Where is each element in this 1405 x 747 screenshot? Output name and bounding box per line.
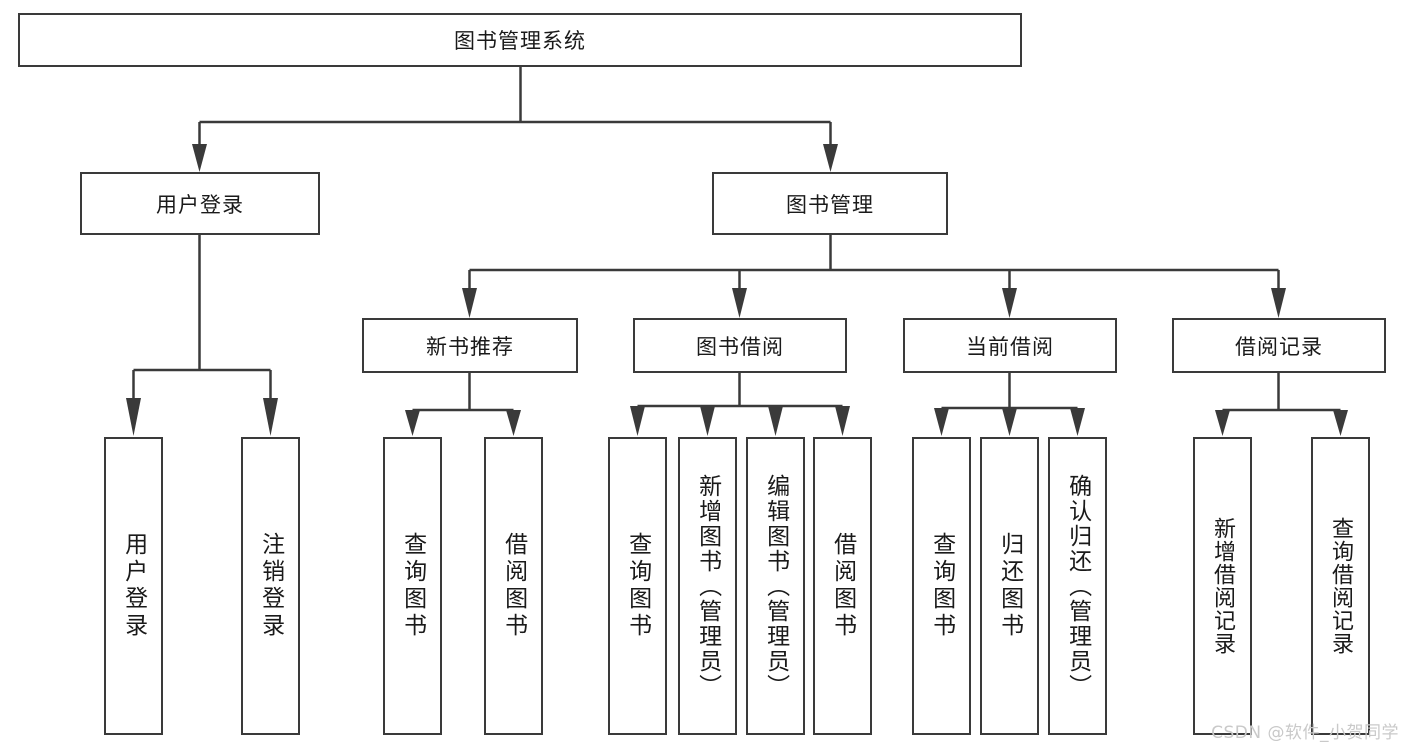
arrowhead-leaf-query-book-2 — [630, 406, 645, 436]
arrowhead-borrow-record — [1271, 288, 1286, 318]
node-leaf-add-book-label: 新增图书（管理员） — [694, 473, 721, 699]
arrowhead-current-borrow — [1002, 288, 1017, 318]
node-new-book-recommend[interactable]: 新书推荐 — [362, 318, 578, 373]
node-leaf-add-book[interactable]: 新增图书（管理员） — [678, 437, 737, 735]
node-current-borrow[interactable]: 当前借阅 — [903, 318, 1117, 373]
watermark-text: CSDN @软件_小贺同学 — [1211, 723, 1399, 743]
node-leaf-borrow-book-1[interactable]: 借阅图书 — [484, 437, 543, 735]
node-leaf-edit-book[interactable]: 编辑图书（管理员） — [746, 437, 805, 735]
node-user-login[interactable]: 用户登录 — [80, 172, 320, 235]
node-root-label: 图书管理系统 — [454, 29, 586, 53]
node-leaf-query-record-label: 查询借阅记录 — [1328, 517, 1354, 655]
node-leaf-user-logout[interactable]: 注销登录 — [241, 437, 300, 735]
node-borrow-record[interactable]: 借阅记录 — [1172, 318, 1386, 373]
node-user-login-label: 用户登录 — [156, 192, 244, 217]
node-leaf-query-book-1[interactable]: 查询图书 — [383, 437, 442, 735]
node-leaf-borrow-book-2-label: 借阅图书 — [829, 532, 856, 640]
node-leaf-return-book-label: 归还图书 — [996, 532, 1023, 640]
arrowhead-user-login — [192, 144, 207, 172]
node-leaf-user-login-label: 用户登录 — [120, 532, 147, 640]
node-leaf-add-record-label: 新增借阅记录 — [1210, 517, 1236, 655]
node-leaf-query-record[interactable]: 查询借阅记录 — [1311, 437, 1370, 735]
arrowhead-leaf-add-record — [1215, 410, 1230, 436]
arrowhead-leaf-user-login — [126, 398, 141, 436]
node-leaf-query-book-3-label: 查询图书 — [928, 532, 955, 640]
arrowhead-leaf-query-book-1 — [405, 410, 420, 436]
arrowhead-new-book-recommend — [462, 288, 477, 318]
node-leaf-query-book-2-label: 查询图书 — [624, 532, 651, 640]
node-book-borrow-label: 图书借阅 — [696, 334, 784, 359]
arrowhead-leaf-add-book — [700, 406, 715, 436]
node-new-book-recommend-label: 新书推荐 — [426, 334, 514, 359]
arrowhead-book-manage — [823, 144, 838, 172]
arrowhead-leaf-query-book-3 — [934, 408, 949, 436]
node-leaf-return-book[interactable]: 归还图书 — [980, 437, 1039, 735]
node-leaf-user-login[interactable]: 用户登录 — [104, 437, 163, 735]
node-leaf-borrow-book-2[interactable]: 借阅图书 — [813, 437, 872, 735]
arrowhead-leaf-confirm-return — [1070, 408, 1085, 436]
node-leaf-user-logout-label: 注销登录 — [257, 532, 284, 640]
node-leaf-query-book-2[interactable]: 查询图书 — [608, 437, 667, 735]
arrowhead-leaf-borrow-book-1 — [506, 410, 521, 436]
node-current-borrow-label: 当前借阅 — [966, 334, 1054, 359]
node-leaf-confirm-return[interactable]: 确认归还（管理员） — [1048, 437, 1107, 735]
arrowhead-leaf-edit-book — [768, 406, 783, 436]
arrowhead-leaf-return-book — [1002, 408, 1017, 436]
node-leaf-query-book-3[interactable]: 查询图书 — [912, 437, 971, 735]
node-book-manage-label: 图书管理 — [786, 192, 874, 217]
node-leaf-query-book-1-label: 查询图书 — [399, 532, 426, 640]
arrowhead-leaf-query-record — [1333, 410, 1348, 436]
node-leaf-confirm-return-label: 确认归还（管理员） — [1064, 473, 1091, 699]
node-book-borrow[interactable]: 图书借阅 — [633, 318, 847, 373]
node-leaf-add-record[interactable]: 新增借阅记录 — [1193, 437, 1252, 735]
node-leaf-edit-book-label: 编辑图书（管理员） — [762, 473, 789, 699]
node-leaf-borrow-book-1-label: 借阅图书 — [500, 532, 527, 640]
node-root[interactable]: 图书管理系统 — [18, 13, 1022, 67]
node-borrow-record-label: 借阅记录 — [1235, 334, 1323, 359]
arrowhead-leaf-borrow-book-2 — [835, 406, 850, 436]
arrowhead-leaf-user-logout — [263, 398, 278, 436]
arrowhead-book-borrow — [732, 288, 747, 318]
node-book-manage[interactable]: 图书管理 — [712, 172, 948, 235]
